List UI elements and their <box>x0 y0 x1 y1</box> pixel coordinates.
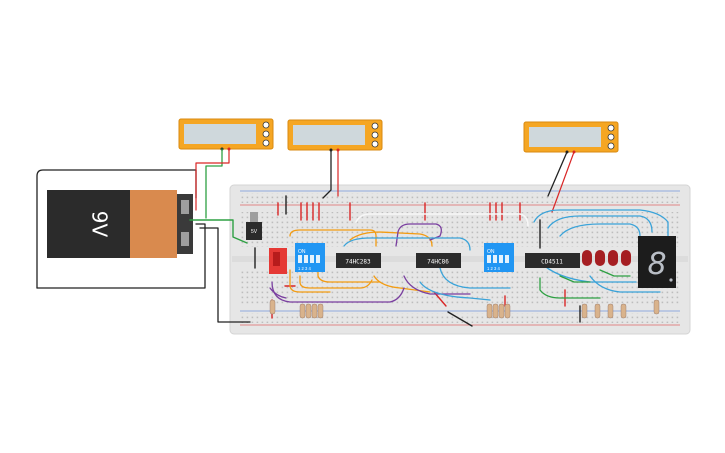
led-3[interactable] <box>608 250 618 266</box>
wire-battery-negative[interactable] <box>36 223 206 289</box>
blue-wires <box>343 209 669 301</box>
wire-meter3-black[interactable] <box>547 151 568 197</box>
battery-9v[interactable]: 9V <box>47 190 193 258</box>
purple-wires <box>269 223 471 303</box>
multimeter-3[interactable] <box>523 121 619 154</box>
red-jumpers-top <box>277 202 521 221</box>
multimeter-3-port-icon[interactable] <box>607 133 615 141</box>
bottom-rail-holes <box>240 313 680 323</box>
multimeter-3-knob-icon[interactable] <box>607 124 615 132</box>
resistors <box>269 299 660 319</box>
dip-switch-2-on-label: ON <box>487 249 495 255</box>
wires <box>36 148 669 327</box>
black-jumpers <box>254 195 581 327</box>
wire-meter3-red[interactable] <box>551 151 575 213</box>
led-4[interactable] <box>621 250 631 266</box>
green-wires <box>539 269 631 299</box>
slide-switch[interactable] <box>269 248 287 274</box>
dip-switch-1-on-label: ON <box>298 249 306 255</box>
multimeter-3-port-icon[interactable] <box>607 142 615 150</box>
dip-switch-1[interactable]: ON 1 2 3 4 <box>295 243 325 272</box>
multimeter-1-port-icon[interactable] <box>262 139 270 147</box>
wire-meter1-red[interactable] <box>195 149 230 211</box>
led-1[interactable] <box>582 250 592 266</box>
regulator-label: 5V <box>251 229 258 235</box>
wire-meter1-green[interactable] <box>205 148 223 219</box>
wire-battery-green[interactable] <box>189 219 248 244</box>
multimeter-1-display <box>184 124 256 144</box>
battery-terminal-positive[interactable] <box>181 200 189 214</box>
chip-74hc283[interactable]: 74HC283 <box>336 253 381 268</box>
multimeter-2[interactable] <box>287 119 383 152</box>
leds[interactable] <box>582 250 631 266</box>
multimeter-2-display <box>293 125 365 145</box>
dip-switch-2[interactable]: ON 1 2 3 4 <box>484 243 514 272</box>
battery-cap <box>130 190 177 258</box>
wire-ground[interactable] <box>199 227 251 323</box>
multimeter-2-port-icon[interactable] <box>371 131 379 139</box>
seven-segment-display[interactable]: 8 <box>638 236 676 288</box>
wire-battery-loop[interactable] <box>36 169 197 289</box>
battery-terminal-negative[interactable] <box>181 232 189 246</box>
seven-segment-digit: 8 <box>647 247 666 282</box>
dip-switch-2-pins: 1 2 3 4 <box>487 266 500 271</box>
chip-cd4511-label: CD4511 <box>541 259 563 266</box>
battery-label: 9V <box>88 211 112 238</box>
multimeter-3-display <box>529 127 601 147</box>
chip-74hc283-label: 74HC283 <box>345 259 371 266</box>
resistor <box>269 299 660 319</box>
multimeter-1[interactable] <box>178 118 274 151</box>
white-wire <box>355 213 529 227</box>
multimeter-1-knob-icon[interactable] <box>262 121 270 129</box>
wire-meter2-black[interactable] <box>322 149 332 199</box>
multimeter-2-knob-icon[interactable] <box>371 122 379 130</box>
chip-74hc86-label: 74HC86 <box>427 259 449 266</box>
dip-switch-1-pins: 1 2 3 4 <box>298 266 311 271</box>
top-rail-holes <box>240 193 680 203</box>
orange-wires <box>289 229 433 293</box>
voltage-regulator[interactable]: 5V <box>246 212 262 240</box>
chip-cd4511[interactable]: CD4511 <box>525 253 580 268</box>
led-2[interactable] <box>595 250 605 266</box>
multimeter-1-port-icon[interactable] <box>262 130 270 138</box>
multimeter-2-port-icon[interactable] <box>371 140 379 148</box>
chip-74hc86[interactable]: 74HC86 <box>416 253 461 268</box>
